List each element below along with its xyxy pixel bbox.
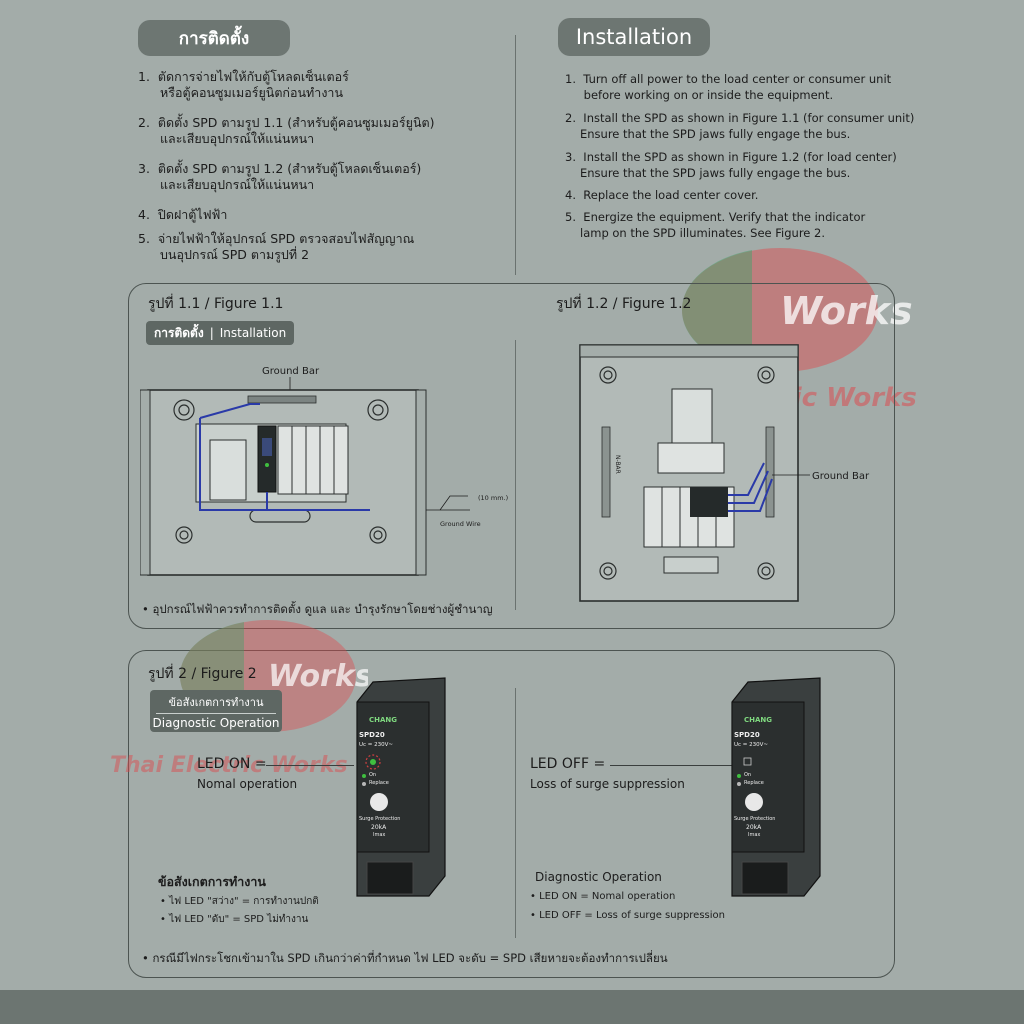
spd-on-label-off: On [744, 772, 752, 778]
diagnostic-badge-en: Diagnostic Operation [152, 716, 280, 730]
spd-replace-label-on: Replace [369, 780, 389, 786]
spd-model-off: SPD20 [734, 731, 760, 739]
en-step-3: 3. Install the SPD as shown in Figure 1.… [565, 150, 897, 180]
en-title: Installation [575, 25, 693, 49]
spd-spec1-on: Surge Protection [359, 816, 401, 822]
en-step-4: 4. Replace the load center cover. [565, 188, 759, 202]
spd-brand-on: CHANG [369, 716, 398, 724]
consumer-unit-diagram: Ground Bar (10 mm.) Ground Wire [140, 366, 508, 576]
en-diag-title: Diagnostic Operation [535, 870, 662, 884]
ground-wire-label: Ground Wire [440, 520, 481, 528]
led-off-leader [610, 765, 735, 766]
figure2-footnote: • กรณีมีไฟกระโชกเข้ามาใน SPD เกินกว่าค่า… [142, 951, 668, 965]
thai-step-5: 5. จ่ายไฟฟ้าให้อุปกรณ์ SPD ตรวจสอบไฟสัญญ… [138, 231, 415, 262]
en-title-pill: Installation [558, 18, 710, 56]
spd-brand-off: CHANG [744, 716, 773, 724]
thai-title: การติดตั้ง [178, 28, 250, 49]
column-divider [515, 35, 516, 275]
ground-bar-label-2: Ground Bar [812, 471, 870, 482]
spd-model-on: SPD20 [359, 731, 385, 739]
led-on-desc: Nomal operation [197, 777, 298, 791]
thai-diag-2: • ไฟ LED "ดับ" = SPD ไม่ทำงาน [160, 914, 309, 925]
spd-spec1-off: Surge Protection [734, 816, 776, 822]
bottom-bar [0, 990, 1024, 1024]
install-badge-sep: | [209, 326, 214, 340]
spd-spec2-on: 20kA [371, 824, 387, 831]
thai-diag-1: • ไฟ LED "สว่าง" = การทำงานปกติ [160, 896, 319, 907]
spd-device-on: CHANG SPD20 Uc = 230V~ On Replace Surge … [355, 676, 450, 898]
en-diag-2: • LED OFF = Loss of surge suppression [530, 910, 725, 921]
ground-bar-label: Ground Bar [262, 366, 320, 377]
install-badge-thai: การติดตั้ง [154, 325, 204, 340]
neutral-bar-label: N-BAR [614, 455, 621, 474]
en-step-1: 1. Turn off all power to the load center… [565, 72, 892, 102]
spd-spec3-on: Imax [373, 832, 386, 838]
install-badge: การติดตั้ง | Installation [146, 321, 295, 345]
thai-step-2: 2. ติดตั้ง SPD ตามรูป 1.1 (สำหรับตู้คอนซ… [138, 115, 435, 146]
spd-device-off: CHANG SPD20 Uc = 230V~ On Replace Surge … [730, 676, 825, 898]
install-badge-en: Installation [219, 326, 287, 340]
figure2-divider [515, 688, 516, 938]
led-off-desc: Loss of surge suppression [530, 777, 685, 791]
led-off-title: LED OFF = [530, 756, 606, 772]
en-step-2: 2. Install the SPD as shown in Figure 1.… [565, 111, 915, 141]
thai-step-1: 1. ตัดการจ่ายไฟให้กับตู้โหลดเซ็นเตอร์ หร… [138, 69, 349, 100]
spd-spec2-off: 20kA [746, 824, 762, 831]
fig12-title: รูปที่ 1.2 / Figure 1.2 [556, 296, 692, 312]
fig2-title: รูปที่ 2 / Figure 2 [148, 666, 257, 682]
led-on-leader [266, 765, 354, 766]
diagnostic-badge: ข้อสังเกตการทำงาน Diagnostic Operation [150, 690, 282, 732]
figure1-footnote: • อุปกรณ์ไฟฟ้าควรทำการติดตั้ง ดูแล และ บ… [142, 602, 493, 616]
thai-step-4: 4. ปิดฝาตู้ไฟฟ้า [138, 207, 228, 222]
wire-length-label: (10 mm.) [478, 494, 508, 502]
figure1-box [128, 283, 895, 629]
led-on-title: LED ON = [197, 756, 267, 772]
spd-spec3-off: Imax [748, 832, 761, 838]
thai-step-3: 3. ติดตั้ง SPD ตามรูป 1.2 (สำหรับตู้โหลด… [138, 161, 422, 192]
spd-replace-label-off: Replace [744, 780, 764, 786]
fig11-title: รูปที่ 1.1 / Figure 1.1 [148, 296, 284, 312]
spd-on-label-on: On [369, 772, 377, 778]
spd-voltage-on: Uc = 230V~ [359, 742, 394, 748]
thai-diag-title: ข้อสังเกตการทำงาน [158, 874, 266, 889]
figure1-divider [515, 340, 516, 610]
thai-title-pill: การติดตั้ง [138, 20, 290, 56]
figure2-box [128, 650, 895, 978]
spd-body-off [731, 677, 821, 897]
spd-body-on [356, 677, 446, 897]
load-center-diagram: N-BAR Ground Bar [579, 344, 870, 602]
spd-voltage-off: Uc = 230V~ [734, 742, 769, 748]
diagnostic-badge-thai: ข้อสังเกตการทำงาน [168, 696, 264, 709]
watermark-logo-text-2: Works [268, 659, 368, 694]
en-diag-1: • LED ON = Nomal operation [530, 891, 676, 902]
en-step-5: 5. Energize the equipment. Verify that t… [565, 210, 866, 240]
